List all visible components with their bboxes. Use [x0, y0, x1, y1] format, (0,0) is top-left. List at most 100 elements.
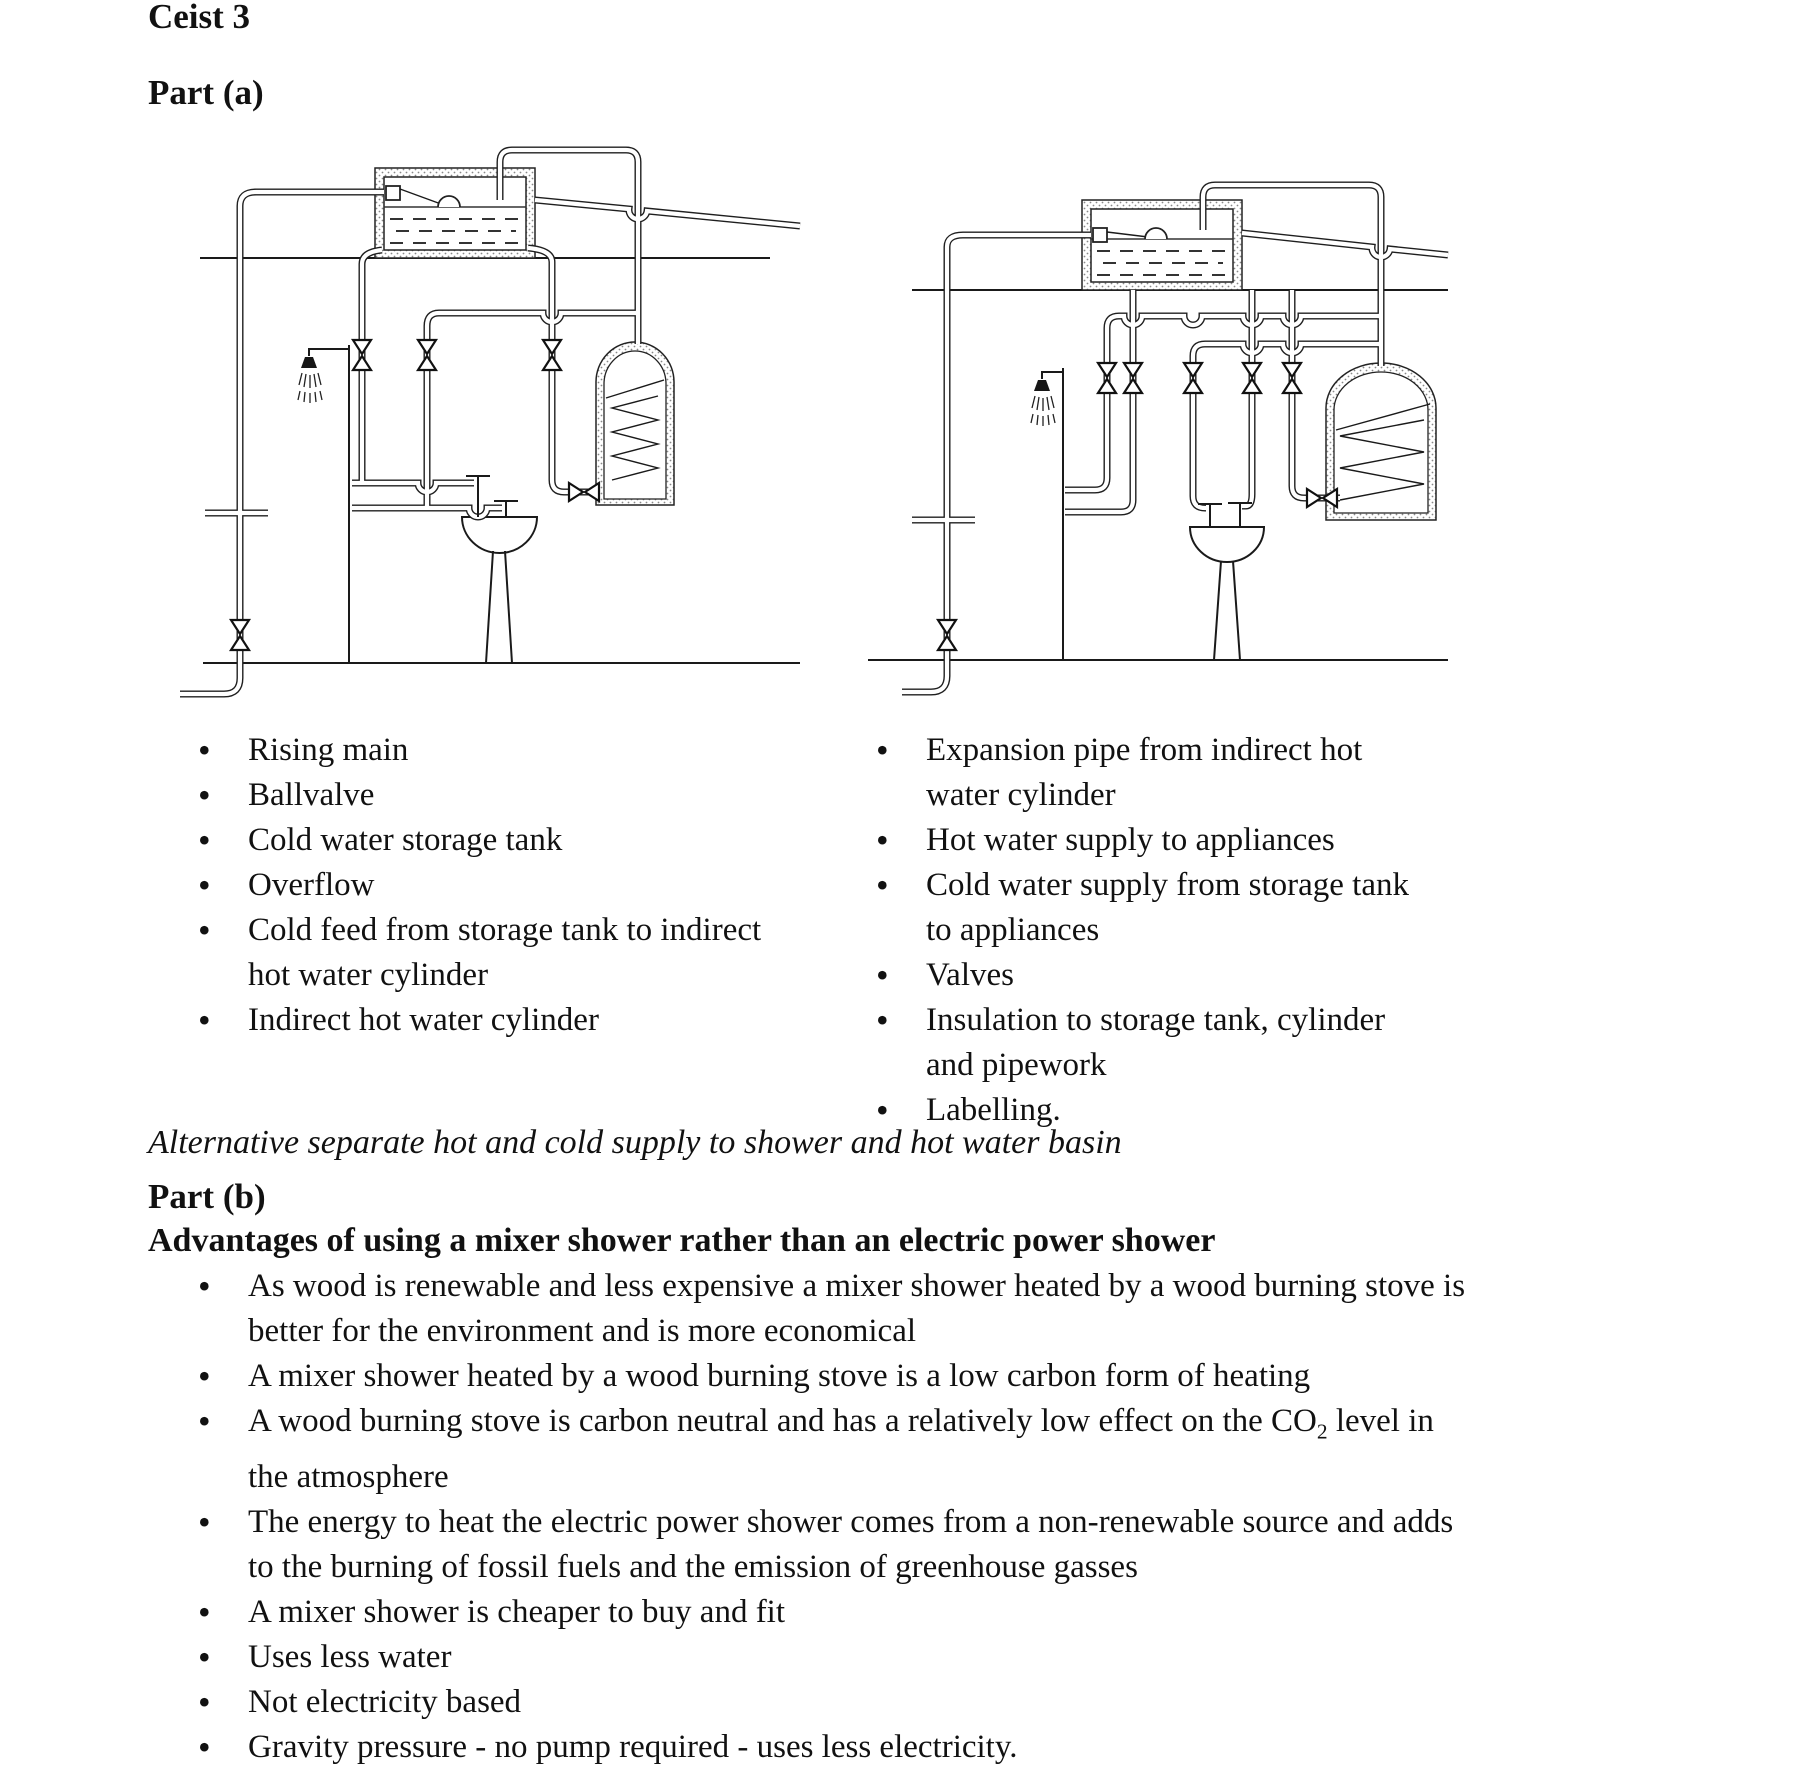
list-item: Uses less water — [196, 1635, 1596, 1680]
expansion-pipe — [1199, 181, 1385, 366]
pipework — [180, 146, 801, 698]
list-item: The energy to heat the electric power sh… — [196, 1500, 1596, 1590]
list-item: Not electricity based — [196, 1680, 1596, 1725]
hot-supply-to-shower — [1065, 312, 1381, 494]
shower-head — [301, 357, 317, 368]
water-dashes — [390, 218, 522, 244]
tank-interior — [1090, 208, 1234, 283]
basin-bowl — [460, 516, 539, 554]
stopcock-icon — [936, 618, 958, 652]
basin-tap — [466, 475, 490, 517]
diagram-left-mixer-system — [180, 146, 801, 698]
lower-appliance-pipe — [352, 504, 502, 521]
ballvalve-float — [437, 195, 461, 208]
basin-tap — [1198, 503, 1222, 527]
overflow-pipe — [534, 196, 801, 230]
cold-water-storage-tank — [374, 167, 536, 259]
advantages-heading: Advantages of using a mixer shower rathe… — [148, 1222, 1216, 1259]
cold-supply-to-shower — [1065, 290, 1137, 516]
list-item: Insulation to storage tank, cylinderand … — [874, 998, 1514, 1088]
heating-coil — [1339, 419, 1425, 501]
basin-bowl — [1188, 526, 1266, 563]
alternative-note: Alternative separate hot and cold supply… — [148, 1124, 1122, 1161]
list-item: Indirect hot water cylinder — [196, 998, 876, 1043]
cold-feed-to-cylinder — [1288, 290, 1340, 502]
overflow-pipe — [1241, 229, 1449, 261]
expansion-pipe — [496, 146, 642, 344]
heating-coil — [609, 395, 661, 481]
gate-valve-icon — [1241, 361, 1263, 395]
ballvalve — [1092, 227, 1108, 243]
cold-supply-riser — [358, 246, 383, 483]
hot-supply-to-basin — [1189, 340, 1381, 512]
gate-valve-icon — [416, 338, 438, 372]
ballvalve — [385, 185, 401, 201]
tank-interior — [383, 176, 527, 251]
fittings — [229, 185, 601, 652]
hot-supply-pipe — [423, 309, 636, 508]
co2-subscript: 2 — [1316, 1419, 1328, 1444]
gate-valve-icon — [1096, 361, 1118, 395]
part-b-list: As wood is renewable and less expensive … — [196, 1264, 1596, 1770]
shower-arm — [1041, 371, 1063, 379]
ballvalve-arm — [399, 188, 442, 205]
list-item: Overflow — [196, 863, 876, 908]
cylinder-feed-valve-icon — [567, 481, 601, 503]
vessels — [1081, 199, 1437, 521]
shower-head — [1034, 380, 1050, 391]
stopcock-icon — [229, 618, 251, 652]
cold-feed-to-cylinder — [527, 244, 600, 496]
list-item: Labelling. — [874, 1088, 1514, 1133]
gate-valve-icon — [1122, 361, 1144, 395]
cold-water-storage-tank — [1081, 199, 1243, 291]
basin-tap — [494, 500, 518, 517]
diagram-right-separate-supply-system — [868, 181, 1449, 696]
list-item: Hot water supply to appliances — [874, 818, 1514, 863]
list-item: A mixer shower is cheaper to buy and fit — [196, 1590, 1596, 1635]
pipework — [902, 181, 1449, 696]
cold-drop-to-basin — [1242, 290, 1256, 510]
basin-pedestal — [485, 550, 513, 664]
list-item: Cold water storage tank — [196, 818, 876, 863]
upper-appliance-pipe — [352, 479, 474, 496]
fittings — [936, 227, 1339, 652]
indirect-hot-water-cylinder — [595, 341, 675, 506]
shower-spray — [1030, 395, 1056, 426]
shower-arm — [308, 348, 349, 356]
water-dashes — [1097, 250, 1229, 276]
question-title: Ceist 3 — [148, 0, 251, 36]
rising-main — [180, 188, 384, 698]
gate-valve-icon — [541, 338, 563, 372]
part-a-left-list: Rising main Ballvalve Cold water storage… — [196, 728, 876, 1043]
part-b-heading: Part (b) — [148, 1177, 266, 1216]
gate-valve-icon — [1281, 361, 1303, 395]
basin-tap — [1228, 502, 1252, 527]
list-item: Rising main — [196, 728, 876, 773]
cylinder-interior — [603, 350, 667, 500]
cylinder-water-line — [605, 379, 665, 399]
list-item: A mixer shower heated by a wood burning … — [196, 1354, 1596, 1399]
cylinder-feed-valve-icon — [1305, 487, 1339, 509]
indirect-hot-water-cylinder — [1325, 362, 1437, 521]
list-item: Gravity pressure - no pump required - us… — [196, 1725, 1596, 1770]
gate-valve-icon — [1182, 361, 1204, 395]
shower-spray — [297, 372, 323, 403]
part-a-heading: Part (a) — [148, 73, 264, 112]
rising-main — [902, 231, 1091, 696]
cylinder-interior — [1333, 371, 1429, 514]
list-item: As wood is renewable and less expensive … — [196, 1264, 1596, 1354]
structure-lines — [868, 289, 1448, 661]
basin-pedestal — [1213, 560, 1241, 661]
cylinder-water-line — [1335, 403, 1431, 431]
structure-lines — [200, 257, 800, 664]
list-item: Cold feed from storage tank to indirecth… — [196, 908, 876, 998]
ballvalve-float — [1144, 227, 1168, 240]
gate-valve-icon — [351, 338, 373, 372]
ballvalve-arm — [1106, 231, 1149, 238]
vessels — [374, 167, 675, 506]
list-item: Valves — [874, 953, 1514, 998]
